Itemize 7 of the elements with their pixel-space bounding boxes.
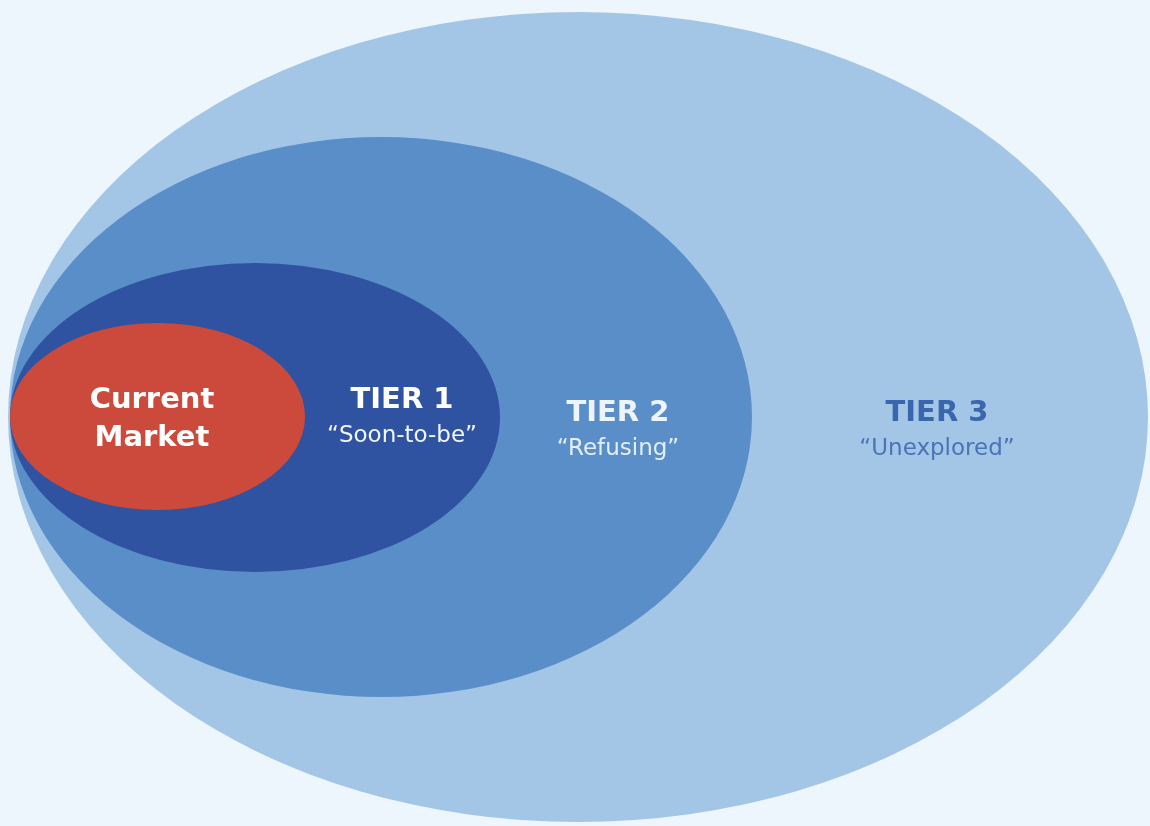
tier-heading: TIER 3: [884, 393, 990, 430]
tier-heading: Current Market: [88, 380, 216, 455]
tier-subtitle: “Soon-to-be”: [327, 420, 477, 449]
tier-heading: TIER 1: [349, 380, 455, 417]
tier-subtitle: “Unexplored”: [859, 433, 1015, 462]
tier-heading: TIER 2: [565, 393, 671, 430]
tier-subtitle: “Refusing”: [556, 433, 680, 462]
